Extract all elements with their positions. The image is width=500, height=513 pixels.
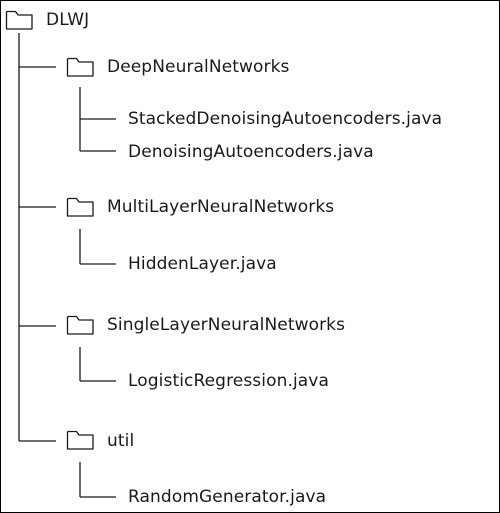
file-label-hiddenlayer: HiddenLayer.java (128, 254, 277, 274)
file-label-stackeddenoisingautoencoders: StackedDenoisingAutoencoders.java (128, 109, 443, 129)
folder-icon (66, 315, 94, 335)
folder-label-deepneuralnetworks: DeepNeuralNetworks (107, 57, 290, 77)
tree-connectors (18, 33, 116, 498)
folder-icon (5, 10, 33, 30)
file-label-randomgenerator: RandomGenerator.java (128, 487, 327, 507)
root-folder-label: DLWJ (46, 10, 90, 30)
folder-label-singlelayerneuralnetworks: SingleLayerNeuralNetworks (107, 315, 346, 335)
file-label-denoisingautoencoders: DenoisingAutoencoders.java (128, 142, 374, 162)
folder-label-multilayerneuralnetworks: MultiLayerNeuralNetworks (107, 197, 335, 217)
folder-icon (66, 430, 94, 450)
file-label-logisticregression: LogisticRegression.java (128, 371, 329, 391)
folder-label-util: util (107, 431, 135, 451)
folder-icon (66, 57, 94, 77)
folder-icon (66, 197, 94, 217)
